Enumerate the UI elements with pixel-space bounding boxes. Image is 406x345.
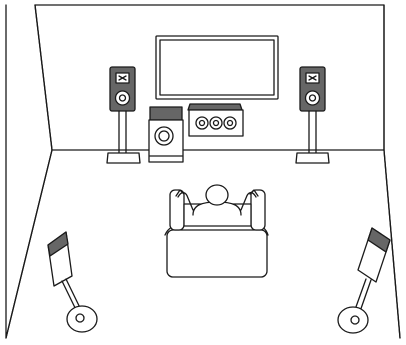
surround-left-stand bbox=[61, 278, 98, 333]
room bbox=[5, 4, 401, 339]
surround-right-stand bbox=[337, 278, 372, 334]
floor-right-edge bbox=[383, 149, 401, 339]
front-right-speaker bbox=[299, 66, 326, 112]
tv-screen bbox=[155, 35, 279, 100]
center-speaker bbox=[187, 103, 244, 137]
front-left-speaker bbox=[109, 66, 136, 112]
front-right-stand bbox=[295, 110, 330, 164]
floor-left-edge bbox=[5, 149, 53, 339]
surround-right-speaker bbox=[357, 227, 391, 283]
surround-left-speaker bbox=[47, 231, 73, 287]
subwoofer bbox=[148, 106, 184, 163]
left-wall bbox=[5, 4, 53, 339]
front-left-stand bbox=[106, 110, 141, 164]
listener bbox=[175, 184, 259, 216]
